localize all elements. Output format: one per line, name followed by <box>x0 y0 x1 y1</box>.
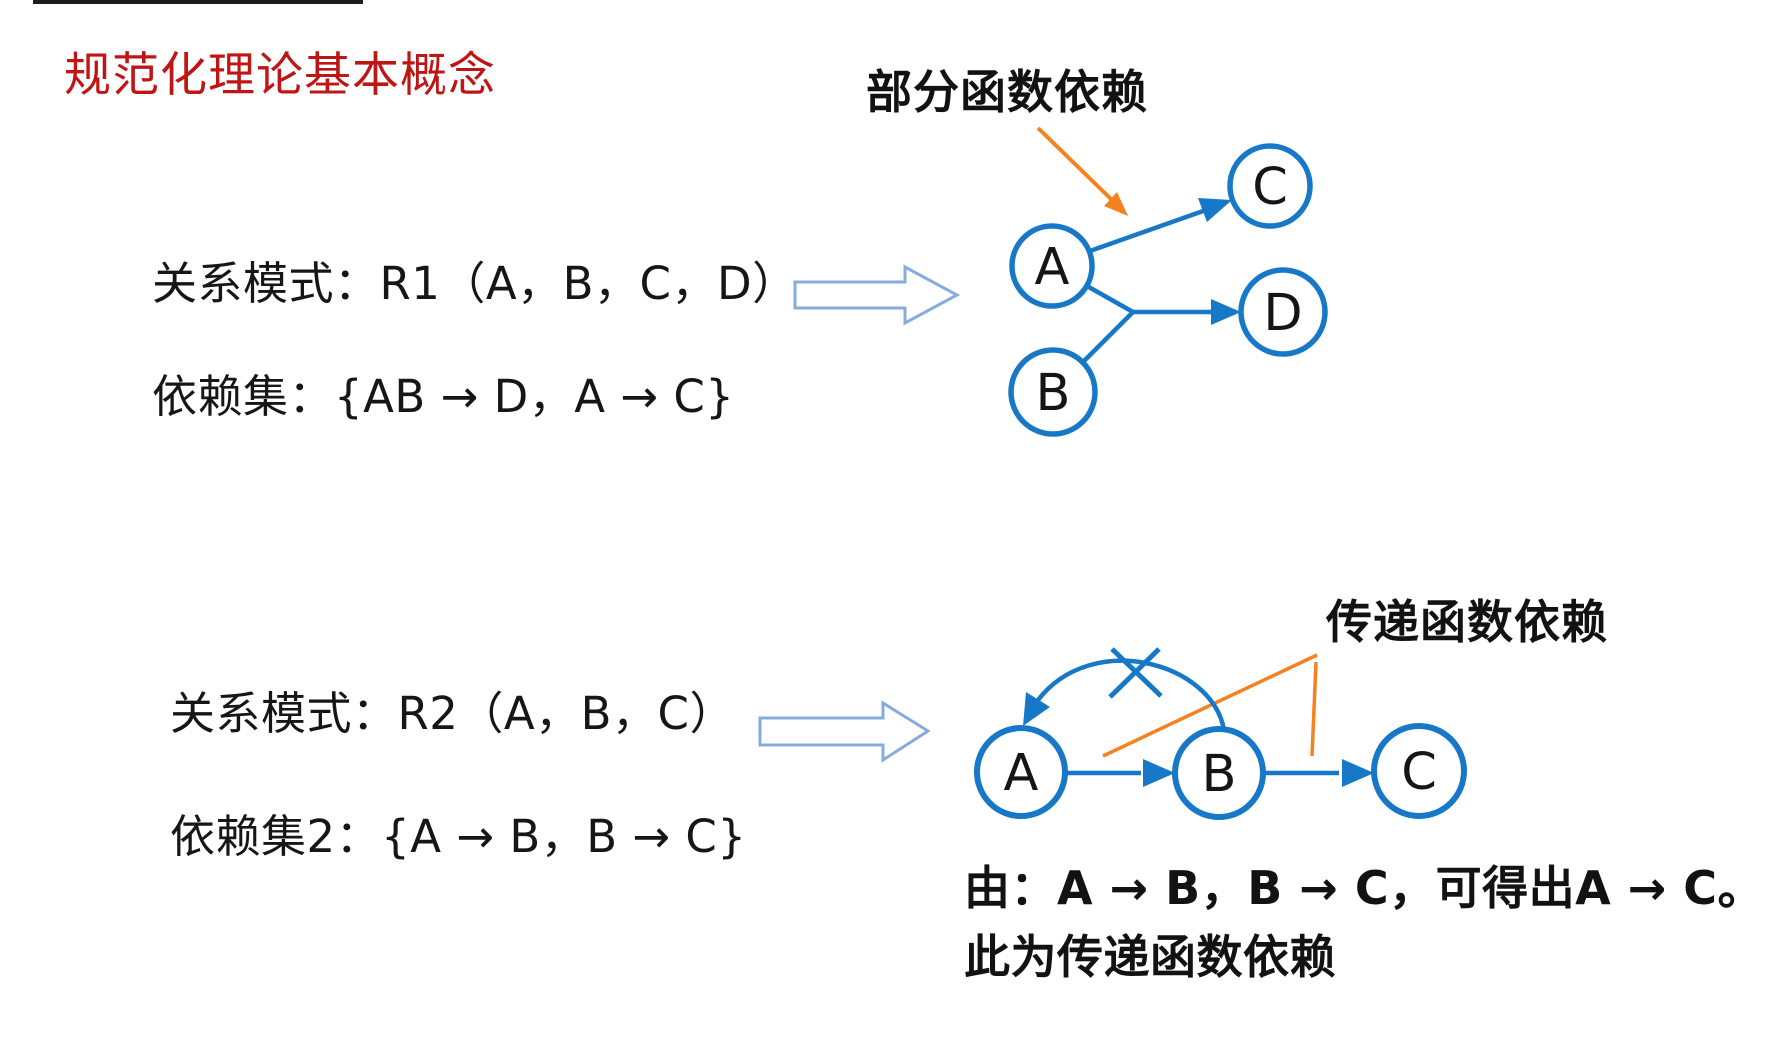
node-d-label: D <box>1263 284 1302 343</box>
edge-a2-to-b2-arrowhead-icon <box>1143 759 1175 787</box>
node-a2-circle <box>974 725 1068 819</box>
conclusion-line-2: 此为传递函数依赖 <box>964 930 1336 984</box>
node-c-label: C <box>1252 158 1288 217</box>
transitive-callout-line-left <box>1102 653 1318 758</box>
example2-dependency-text: 依赖集2：{A → B，B → C} <box>170 810 747 863</box>
crossed-arc-arrowhead-icon <box>1023 692 1050 726</box>
block-arrow-icon <box>758 700 931 763</box>
forbidden-cross-icon <box>1108 647 1161 699</box>
partial-callout-arrowhead-icon <box>1104 192 1128 216</box>
page-title: 规范化理论基本概念 <box>64 48 496 103</box>
transitive-dependency-label: 传递函数依赖 <box>1326 595 1608 649</box>
block-arrow-icon <box>793 264 961 326</box>
node-b2-circle <box>1172 726 1266 820</box>
crossed-arc-b-to-a <box>1036 658 1227 731</box>
example1-schema-text: 关系模式：R1（A，B，C，D） <box>152 257 798 310</box>
transitive-conclusion-text: 由：A → B，B → C，可得出A → C。 此为传递函数依赖 <box>964 854 1764 992</box>
node-b2-label: B <box>1202 745 1237 804</box>
example1-dependency-text: 依赖集：{AB → D，A → C} <box>152 370 735 423</box>
cropped-header-bar <box>33 0 363 4</box>
node-a2-label: A <box>1004 744 1039 803</box>
example2-schema-text: 关系模式：R2（A，B，C） <box>170 687 735 740</box>
node-b-circle <box>1008 347 1098 437</box>
transitive-callout-line-right <box>1310 661 1318 757</box>
edge-a-to-junction <box>1085 284 1135 314</box>
conclusion-line-1: 由：A → B，B → C，可得出A → C。 <box>964 861 1765 915</box>
edge-a-to-c-arrowhead-icon <box>1198 198 1232 222</box>
node-c2-label: C <box>1401 743 1437 802</box>
node-c2-circle <box>1371 723 1467 819</box>
node-d-circle <box>1238 267 1328 357</box>
node-a-label: A <box>1035 238 1070 297</box>
partial-callout-arrow <box>1036 126 1116 204</box>
edge-a-to-c <box>1089 207 1207 254</box>
node-a-circle <box>1009 223 1095 309</box>
node-b-label: B <box>1036 364 1071 423</box>
node-c-circle <box>1227 143 1313 229</box>
edge-junction-to-d-arrowhead-icon <box>1211 299 1241 325</box>
partial-dependency-label: 部分函数依赖 <box>866 65 1148 119</box>
edge-b2-to-c2-arrowhead-icon <box>1342 759 1374 787</box>
edge-b-to-junction <box>1081 310 1135 364</box>
